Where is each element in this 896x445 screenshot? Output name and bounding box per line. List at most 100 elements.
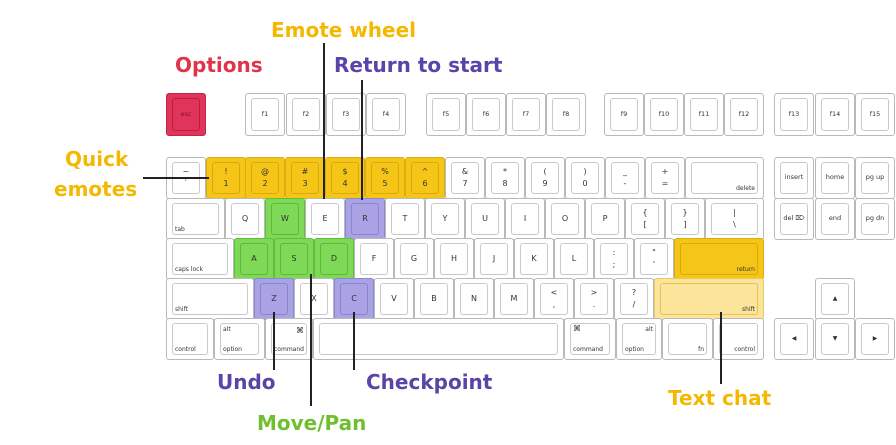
key-loption-label: option <box>223 346 242 353</box>
key-slash-bot: / <box>632 300 636 309</box>
key-j: J <box>474 238 514 280</box>
key-7-top: & <box>461 167 469 176</box>
key-p-label: P <box>602 214 608 223</box>
key-tab: tab <box>166 198 225 240</box>
key-lbracket: {[ <box>625 198 665 240</box>
key-slash-top: ? <box>631 288 637 297</box>
key-f12: f12 <box>724 93 764 136</box>
connector-move-pan <box>310 274 312 406</box>
key-f13-label: f13 <box>788 109 800 118</box>
arrow-down-icon: ▼ <box>832 335 838 342</box>
key-g-label: G <box>410 254 418 263</box>
key-f6-label: f6 <box>482 109 490 118</box>
key-delete: delete <box>685 157 764 199</box>
key-8-bot: 8 <box>502 179 508 188</box>
key-rbracket-bot: ] <box>683 220 687 229</box>
key-roption-alt: alt <box>645 326 653 333</box>
key-6-top: ^ <box>421 167 429 176</box>
key-f5: f5 <box>426 93 466 136</box>
key-f4: f4 <box>366 93 406 136</box>
key-tilde-bot: ` <box>184 179 188 188</box>
key-f9-label: f9 <box>620 109 628 118</box>
key-f15: f15 <box>855 93 895 136</box>
key-fn: fn <box>662 318 713 360</box>
key-lbracket-bot: [ <box>643 220 647 229</box>
key-3-bot: 3 <box>302 179 308 188</box>
key-o-label: O <box>561 214 569 223</box>
key-f2-label: f2 <box>302 109 310 118</box>
label-checkpoint: Checkpoint <box>366 370 493 394</box>
key-g: G <box>394 238 434 280</box>
key-z-label: Z <box>271 294 277 303</box>
key-d-label: D <box>330 254 338 263</box>
key-semicolon-top: : <box>612 248 616 257</box>
key-6-bot: 6 <box>422 179 428 188</box>
key-quote-top: " <box>652 248 656 257</box>
key-j-label: J <box>492 254 496 263</box>
key-l: L <box>554 238 594 280</box>
key-down: ▼ <box>815 318 855 360</box>
key-rshift-label: shift <box>742 306 755 313</box>
key-lshift: shift <box>166 278 254 320</box>
key-lbracket-top: { <box>642 208 648 217</box>
key-8: *8 <box>485 157 525 199</box>
key-s: S <box>274 238 314 280</box>
key-capslock-label: caps lock <box>175 266 203 273</box>
key-q: Q <box>225 198 265 240</box>
key-f6: f6 <box>466 93 506 136</box>
key-esc-label: esc <box>180 109 192 118</box>
key-q-label: Q <box>241 214 249 223</box>
key-left: ◀ <box>774 318 814 360</box>
key-roption-label: option <box>625 346 644 353</box>
key-comma-top: < <box>550 288 558 297</box>
key-rcommand: ⌘command <box>564 318 616 360</box>
key-y: Y <box>425 198 465 240</box>
key-u-label: U <box>482 214 488 223</box>
key-comma-bot: , <box>552 300 556 309</box>
key-2: @2 <box>245 157 285 199</box>
key-n-label: N <box>471 294 477 303</box>
key-fn-label: fn <box>698 346 704 353</box>
key-d: D <box>314 238 354 280</box>
key-6: ^6 <box>405 157 445 199</box>
key-f14: f14 <box>815 93 855 136</box>
key-equal-top: + <box>661 167 669 176</box>
key-f7: f7 <box>506 93 546 136</box>
key-k-label: K <box>531 254 537 263</box>
key-backslash: |\ <box>705 198 764 240</box>
key-backslash-bot: \ <box>733 220 736 229</box>
label-quick-emotes-line1: Quick <box>65 147 129 171</box>
key-1-bot: 1 <box>223 179 229 188</box>
key-equal: += <box>645 157 685 199</box>
key-minus-bot: - <box>623 179 627 188</box>
key-roption: alt option <box>616 318 662 360</box>
key-delete-label: delete <box>736 185 755 192</box>
key-semicolon: :; <box>594 238 634 280</box>
key-o: O <box>545 198 585 240</box>
key-f9: f9 <box>604 93 644 136</box>
key-f12-label: f12 <box>738 109 750 118</box>
key-t-label: T <box>402 214 408 223</box>
key-c-label: C <box>351 294 357 303</box>
key-period-top: > <box>590 288 598 297</box>
key-del-label: del ⌦ <box>783 214 805 222</box>
key-0-top: ) <box>583 167 587 176</box>
key-3: #3 <box>285 157 325 199</box>
key-period: >. <box>574 278 614 320</box>
key-pgdn-label: pg dn <box>865 214 885 222</box>
arrow-left-icon: ◀ <box>791 335 797 342</box>
key-lshift-label: shift <box>175 306 188 313</box>
key-f1-label: f1 <box>261 109 269 118</box>
key-f-label: F <box>371 254 377 263</box>
key-pgup: pg up <box>855 157 895 199</box>
key-n: N <box>454 278 494 320</box>
key-end: end <box>815 198 855 240</box>
key-pgup-label: pg up <box>865 173 885 181</box>
key-backslash-top: | <box>733 208 736 217</box>
key-return-label: return <box>736 266 755 273</box>
key-f2: f2 <box>286 93 326 136</box>
key-9-bot: 9 <box>542 179 548 188</box>
command-icon: ⌘ <box>296 326 304 335</box>
key-pgdn: pg dn <box>855 198 895 240</box>
